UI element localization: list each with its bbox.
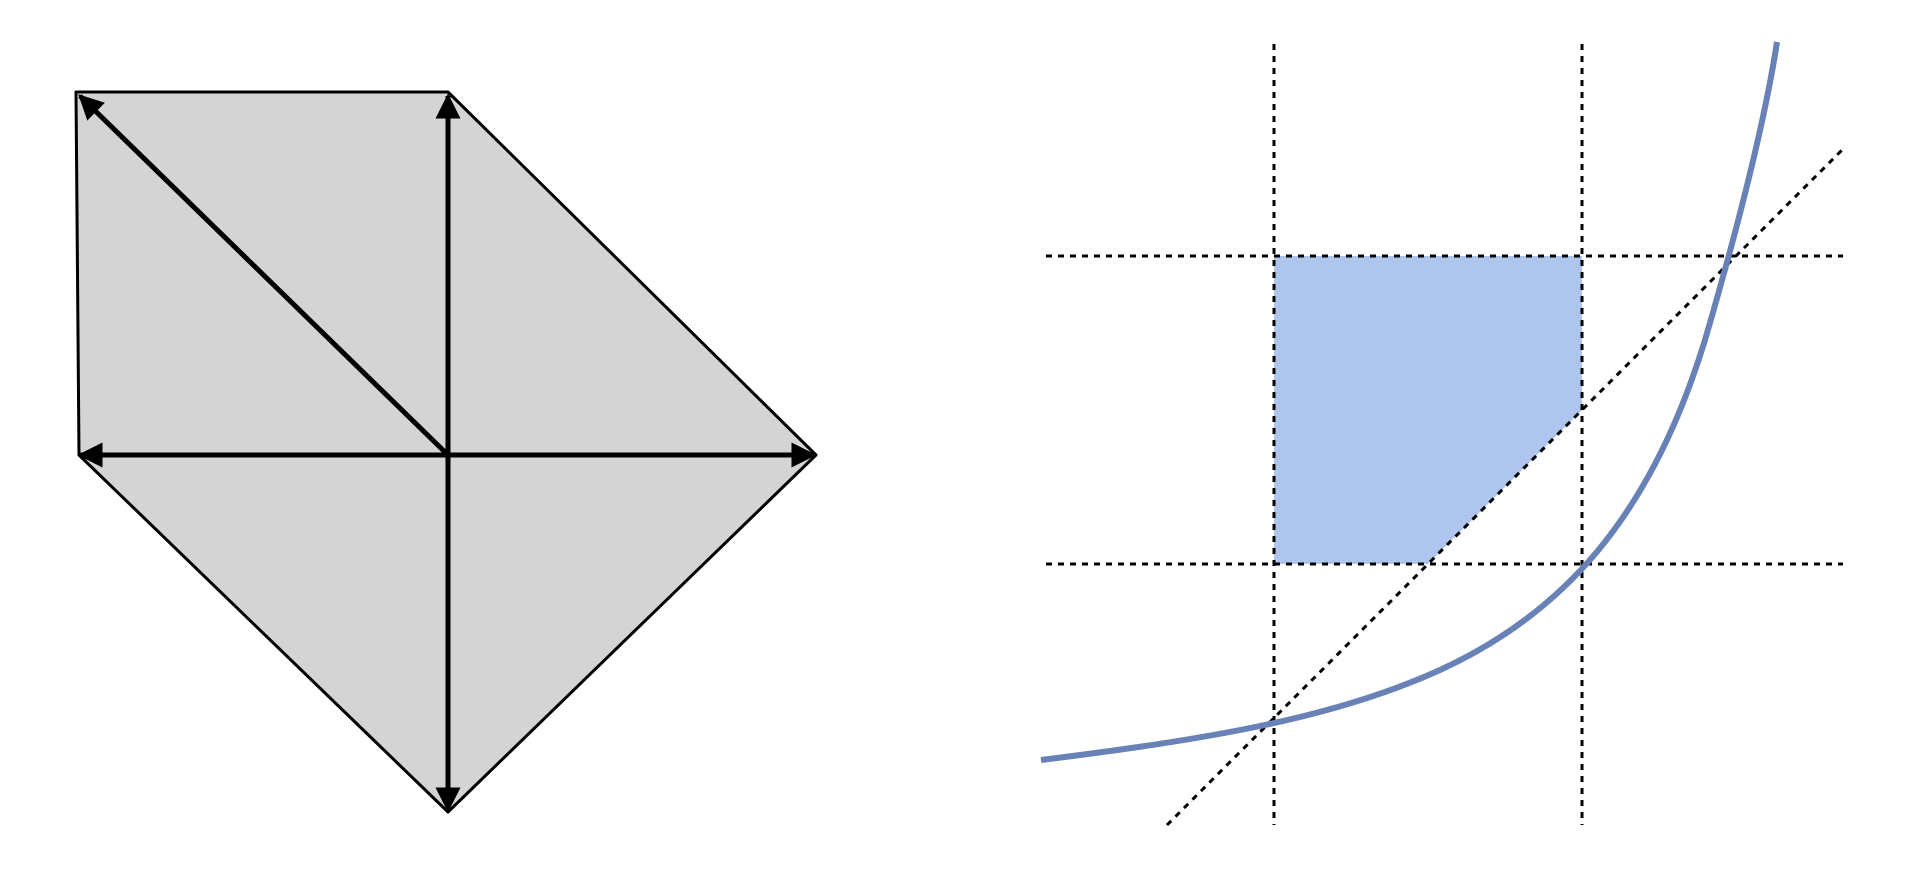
shaded-region bbox=[1274, 256, 1582, 564]
increasing-curve bbox=[1040, 41, 1780, 763]
right-figure bbox=[1040, 41, 1845, 827]
left-figure bbox=[74, 90, 818, 814]
guide-diagonal bbox=[1165, 147, 1845, 827]
arrow-up-left bbox=[78, 94, 450, 457]
